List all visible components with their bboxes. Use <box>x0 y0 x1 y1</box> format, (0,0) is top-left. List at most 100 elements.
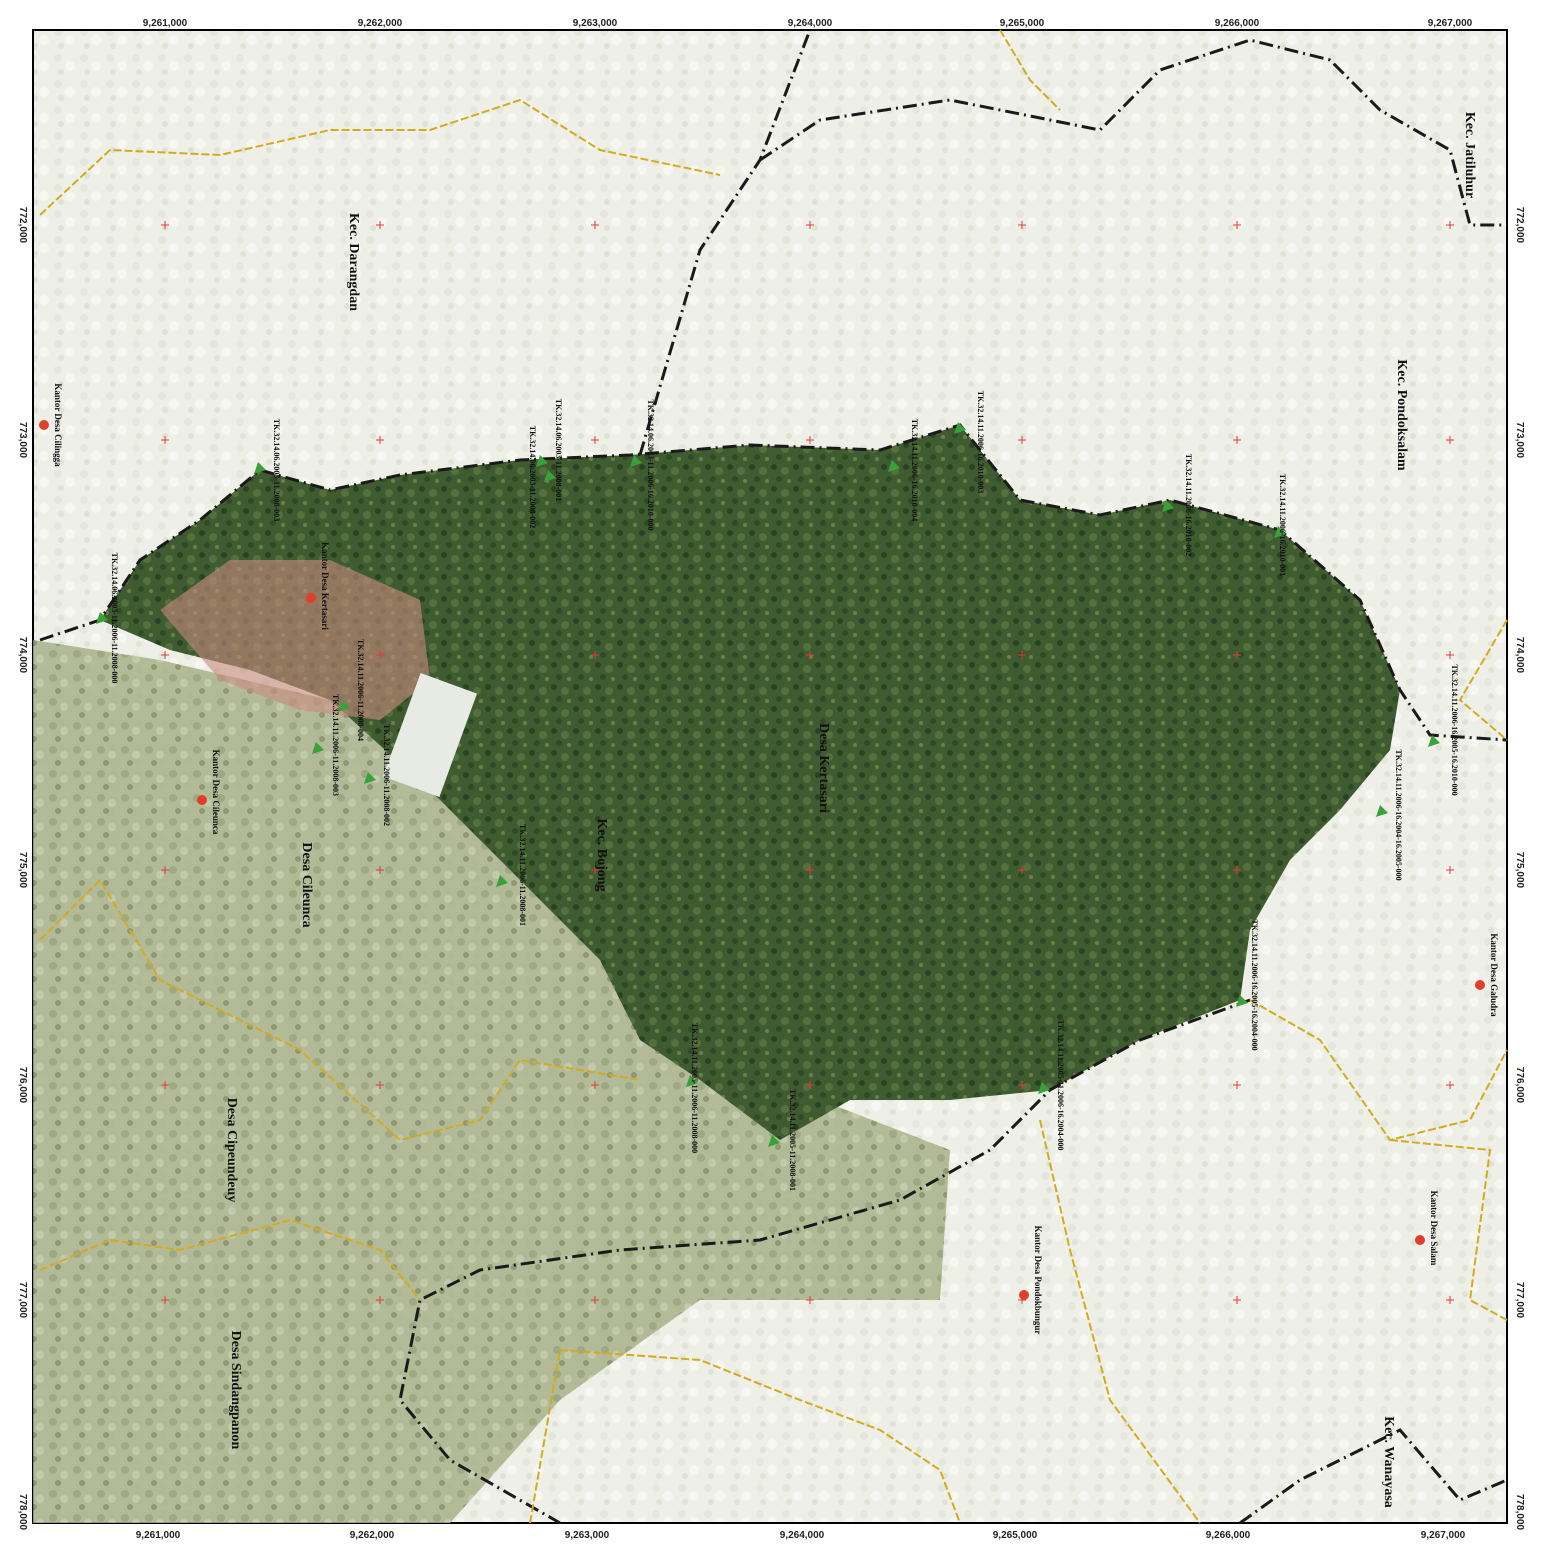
district-boundary-south <box>398 998 1251 1525</box>
top-tick: 9,266,000 <box>1215 18 1260 29</box>
bottom-tick: 9,261,000 <box>136 1530 181 1541</box>
village-boundary-northmost <box>999 29 1061 111</box>
marker-label: TK.32.14.11.2005-11.2006-16.2004-000 <box>1056 1020 1065 1151</box>
village-boundary-salam <box>1389 1139 1508 1321</box>
marker-triangle-icon <box>1376 805 1388 817</box>
bottom-tick-labels: 9,261,000 9,262,000 9,263,000 9,264,000 … <box>136 1530 1466 1541</box>
marker-label: TK.32.14.11.2006-11.2008-001 <box>518 824 527 926</box>
village-boundary-east <box>1458 619 1508 741</box>
marker-triangle-icon <box>1236 995 1248 1007</box>
office-label-salam: Kantor Desa Salam <box>1429 1191 1439 1266</box>
office-dot-icon <box>1019 1290 1029 1300</box>
left-tick: 774,000 <box>17 637 28 674</box>
marker-label: TK.32.14.06.2003-11.2008-001 <box>554 399 563 501</box>
top-tick: 9,261,000 <box>143 18 188 29</box>
marker-triangle-icon <box>496 875 508 887</box>
top-tick: 9,263,000 <box>573 18 618 29</box>
village-boundary-sindangpanon <box>39 1218 421 1301</box>
boundary-markers: TK.32.14.06.2003-11.2006-11.2008-000 TK.… <box>96 391 1459 1191</box>
left-tick: 773,000 <box>17 422 28 459</box>
marker-triangle-icon <box>1162 500 1174 512</box>
marker-label: TK.32.14.11.2005-11.2008-001 <box>788 1089 797 1191</box>
marker-label: TK.32.14.06.2003-11.2008-002 <box>528 426 537 528</box>
left-tick: 772,000 <box>17 207 28 244</box>
top-tick: 9,265,000 <box>1000 18 1045 29</box>
top-tick: 9,262,000 <box>358 18 403 29</box>
marker-label: TK.32.14.06.2003-11.2006-11.2008-000 <box>110 553 119 684</box>
cleared-area <box>382 673 478 797</box>
right-tick: 774,000 <box>1514 637 1525 674</box>
office-dot-icon <box>1475 980 1485 990</box>
marker-label: TK.32.14.11.2006-11.2008-004 <box>356 639 365 741</box>
right-tick: 777,000 <box>1514 1282 1525 1319</box>
office-dot-icon <box>39 420 49 430</box>
bottom-tick: 9,263,000 <box>565 1530 610 1541</box>
marker-label: TK.32.14.11.2006-16.2005-16.2004-000 <box>1250 919 1259 1050</box>
marker-triangle-icon <box>630 455 642 467</box>
district-label-jatiluhur: Kec. Jatiluhur <box>1462 112 1477 198</box>
top-tick-labels: 9,261,000 9,262,000 9,263,000 9,264,000 … <box>143 18 1473 29</box>
marker-label: TK.32.14.11.2005-11.2006-11.2008-000 <box>690 1023 699 1153</box>
marker-triangle-icon <box>338 700 350 712</box>
marker-triangle-icon <box>686 1075 698 1087</box>
office-dot-icon <box>306 593 316 603</box>
office-label-cilingga: Kantor Desa Cilingga <box>53 383 63 467</box>
right-tick: 776,000 <box>1514 1067 1525 1104</box>
marker-label: TK.32.14.11.2006-16.2010-004 <box>910 419 919 521</box>
marker-triangle-icon <box>768 1135 780 1147</box>
left-tick: 776,000 <box>17 1067 28 1104</box>
marker-label: TK.32.14.11.2006-11.2008-002 <box>382 724 391 826</box>
top-tick: 9,267,000 <box>1428 18 1473 29</box>
village-offices: Kantor Desa Cilingga Kantor Desa Kertasa… <box>39 383 1499 1334</box>
left-tick-labels: 772,000 773,000 774,000 775,000 776,000 … <box>17 207 28 1531</box>
marker-triangle-icon <box>1428 735 1440 747</box>
right-tick: 773,000 <box>1514 422 1525 459</box>
office-dot-icon <box>197 795 207 805</box>
marker-label: TK.32.14.11.2006-16.2010-001 <box>1278 474 1287 576</box>
district-boundary-northeast <box>759 38 1507 227</box>
marker-label: TK.32.14.11.2006-16.2010-002 <box>1184 454 1193 556</box>
marker-label: TK.32.14.11.2006-16.2010-003 <box>976 391 985 493</box>
settlement-area <box>160 560 430 720</box>
western-farmland-area <box>33 640 950 1523</box>
village-boundary-pondokbungur <box>1039 1119 1201 1524</box>
marker-triangle-icon <box>536 455 548 467</box>
forest-area <box>100 425 1400 1140</box>
marker-label: TK.32.14.06.2003-11.2006-16.2010-000 <box>646 399 655 530</box>
marker-triangle-icon <box>312 742 324 754</box>
marker-triangle-icon <box>954 422 966 434</box>
village-label-kertasari: Desa Kertasari <box>816 723 831 813</box>
marker-triangle-icon <box>254 462 266 474</box>
right-tick: 772,000 <box>1514 207 1525 244</box>
marker-triangle-icon <box>888 460 900 472</box>
bottom-tick: 9,267,000 <box>1421 1530 1466 1541</box>
district-label-darangdan: Kec. Darangdan <box>346 213 361 311</box>
office-label-galudra: Kantor Desa Galudra <box>1489 933 1499 1017</box>
marker-triangle-icon <box>1274 526 1286 538</box>
top-tick: 9,264,000 <box>788 18 833 29</box>
district-label-pondoksalam: Kec. Pondoksalam <box>1394 359 1409 471</box>
bottom-tick: 9,262,000 <box>350 1530 395 1541</box>
village-label-sindangpanon: Desa Sindangpanon <box>228 1331 243 1450</box>
village-boundary-cileunca <box>39 878 641 1142</box>
marker-triangle-icon <box>96 612 108 624</box>
marker-triangle-icon <box>1038 1082 1050 1094</box>
district-boundary-wanayasa <box>1239 1428 1508 1525</box>
office-label-pondokbungur: Kantor Desa Pondokbungur <box>1033 1226 1043 1335</box>
bottom-tick: 9,266,000 <box>1206 1530 1251 1541</box>
district-label-wanayasa: Kec. Wanayasa <box>1381 1416 1396 1508</box>
marker-triangle-icon <box>544 470 556 482</box>
right-tick: 775,000 <box>1514 852 1525 889</box>
district-boundary-jatiluhur <box>638 29 812 456</box>
village-boundary-north <box>39 98 721 216</box>
bottom-tick: 9,264,000 <box>780 1530 825 1541</box>
district-label-bojong: Kec. Bojong <box>594 818 609 891</box>
marker-triangle-icon <box>364 772 376 784</box>
marker-label: TK.32.14.11.2006-16.2004-16.2005-000 <box>1394 749 1403 880</box>
grid-crosses <box>161 221 1454 1304</box>
village-label-cileunca: Desa Cileunca <box>299 842 314 927</box>
marker-label: TK.32.14.11.2006-16.2005-16.2010-000 <box>1450 664 1459 795</box>
marker-label: TK.32.14.11.2006-11.2008-003 <box>331 694 340 796</box>
office-label-kertasari: Kantor Desa Kertasari <box>320 542 330 630</box>
